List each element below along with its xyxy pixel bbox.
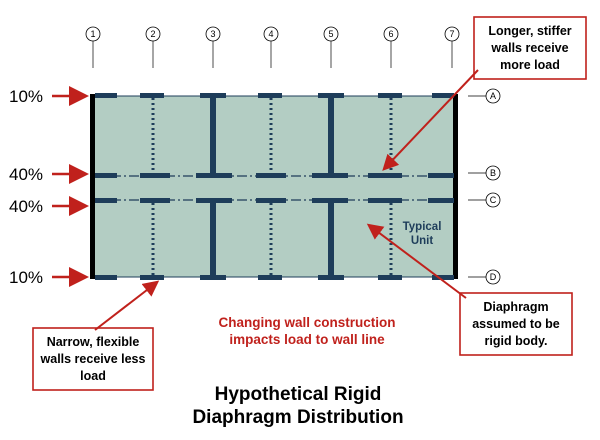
grid-bubble-6: 6: [383, 26, 399, 68]
grid-label-5: 5: [328, 29, 333, 39]
callout-flexible-line-2: walls receive less: [40, 352, 146, 366]
exterior-wall-d-7: [432, 275, 454, 280]
grid-label-1: 1: [90, 29, 95, 39]
corridor-wall-c-2: [140, 198, 170, 203]
grid-label-7: 7: [449, 29, 454, 39]
row-label-d: D: [490, 272, 497, 282]
wall-3-top: [210, 96, 216, 176]
row-bubble-b: B: [468, 165, 501, 181]
exterior-wall-d-3: [200, 275, 226, 280]
callout-rigid-line-1: Diaphragm: [483, 300, 548, 314]
center-note-line-1: Changing wall construction: [218, 315, 395, 330]
corridor-wall-c-6: [368, 198, 402, 203]
row-bubble-c: C: [468, 192, 501, 208]
percent-row-d: 10%: [9, 268, 43, 287]
exterior-wall-a-7: [432, 93, 454, 98]
grid-bubbles: 1 2 3 4 5 6 7: [85, 26, 460, 68]
row-label-c: C: [490, 195, 497, 205]
stiff-walls: [95, 93, 454, 280]
grid-bubble-5: 5: [323, 26, 339, 68]
pointer-stiff-walls: [382, 69, 479, 171]
diagram-title-line-2: Diaphragm Distribution: [192, 407, 403, 428]
flexible-walls: [151, 98, 393, 275]
corridor-wall-c-4: [256, 198, 286, 203]
end-wall-left: [90, 94, 95, 279]
corridor-wall-b-7: [428, 173, 454, 178]
corridor-wall-b-5: [312, 173, 348, 178]
load-arrows: [52, 86, 89, 287]
percent-row-b: 40%: [9, 165, 43, 184]
grid-label-3: 3: [210, 29, 215, 39]
grid-bubble-1: 1: [85, 26, 101, 68]
corridor-wall-c-5: [312, 198, 348, 203]
callout-stiff-line-1: Longer, stiffer: [488, 24, 571, 38]
callout-flexible-walls: Narrow, flexible walls receive less load: [32, 327, 154, 391]
grid-bubble-2: 2: [145, 26, 161, 68]
corridor-wall-c-3: [196, 198, 232, 203]
exterior-wall-d-6: [378, 275, 402, 280]
exterior-wall-a-6: [378, 93, 402, 98]
end-wall-right: [453, 94, 458, 279]
corridor-wall-b-3: [196, 173, 232, 178]
row-bubble-a: A: [468, 88, 501, 104]
exterior-wall-a-2: [140, 93, 164, 98]
typical-unit-line-1: Typical: [403, 221, 442, 233]
grid-bubble-7: 7: [444, 26, 460, 68]
corridor-wall-c-7: [428, 198, 454, 203]
row-label-b: B: [490, 168, 496, 178]
grid-bubble-3: 3: [205, 26, 221, 68]
exterior-wall-a-4: [258, 93, 282, 98]
row-label-a: A: [490, 91, 496, 101]
grid-bubble-4: 4: [263, 26, 279, 68]
grid-label-6: 6: [388, 29, 393, 39]
callout-rigid-line-3: rigid body.: [485, 334, 548, 348]
percent-row-a: 10%: [9, 87, 43, 106]
exterior-wall-d-4: [258, 275, 282, 280]
callout-stiff-walls: Longer, stiffer walls receive more load: [473, 16, 587, 80]
callout-stiff-line-2: walls receive: [490, 41, 568, 55]
exterior-wall-d-1: [95, 275, 117, 280]
diaphragm-plan: [92, 95, 456, 278]
exterior-wall-d-5: [318, 275, 344, 280]
exterior-wall-a-3: [200, 93, 226, 98]
corridor-wall-b-1: [95, 173, 117, 178]
row-bubble-d: D: [468, 269, 501, 285]
pointer-rigid-body: [366, 223, 467, 299]
exterior-wall-a-1: [95, 93, 117, 98]
center-note-line-2: impacts load to wall line: [229, 332, 385, 347]
diagram-title-line-1: Hypothetical Rigid: [215, 384, 382, 405]
corridor-wall-c-1: [95, 198, 117, 203]
percent-row-c: 40%: [9, 197, 43, 216]
corridor-wall-b-2: [140, 173, 170, 178]
wall-5-bottom: [328, 200, 334, 277]
corridor-wall-b-4: [256, 173, 286, 178]
wall-5-top: [328, 96, 334, 176]
exterior-wall-a-5: [318, 93, 344, 98]
callout-flexible-line-1: Narrow, flexible: [47, 335, 140, 349]
callout-stiff-line-3: more load: [500, 58, 560, 72]
typical-unit-line-2: Unit: [411, 235, 434, 247]
grid-label-4: 4: [268, 29, 273, 39]
load-percentages: 10% 40% 40% 10%: [9, 87, 43, 287]
callout-rigid-line-2: assumed to be: [472, 317, 560, 331]
row-bubbles: A B C D: [468, 88, 501, 285]
pointer-flexible-walls: [94, 280, 160, 331]
wall-3-bottom: [210, 200, 216, 277]
grid-label-2: 2: [150, 29, 155, 39]
callout-rigid-body: Diaphragm assumed to be rigid body.: [459, 292, 573, 356]
exterior-wall-d-2: [140, 275, 164, 280]
corridor-wall-b-6: [368, 173, 402, 178]
callout-flexible-line-3: load: [80, 369, 106, 383]
